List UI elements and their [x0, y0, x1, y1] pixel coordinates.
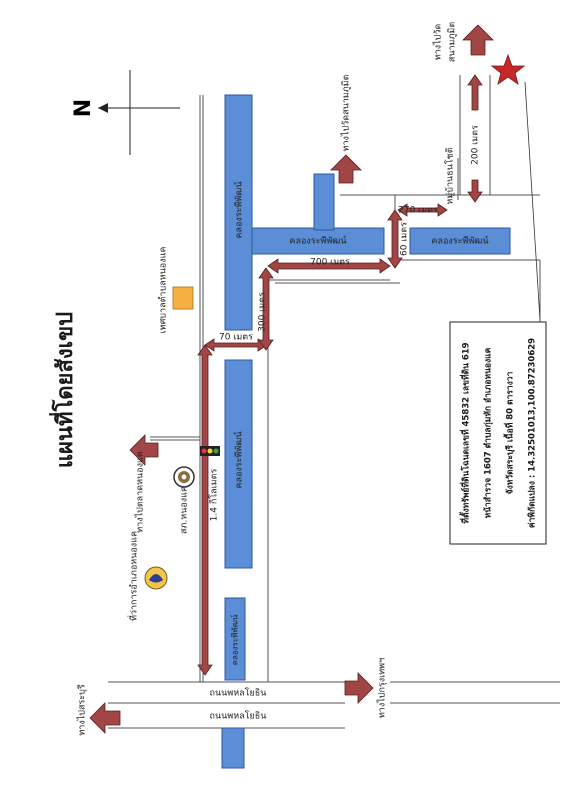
leader-line: [524, 81, 541, 321]
canal-far-south: [224, 597, 246, 681]
canal-label-main-north: คลองระพีพัฒน์: [233, 181, 245, 238]
label-wat-top-2: สนามภูมิต: [447, 22, 458, 62]
direction-arrows: [89, 24, 494, 734]
canal-label-south: คลองระพีพัฒน์: [233, 431, 245, 488]
target-star-icon: [490, 53, 526, 85]
canal-label-far-south: คลองระพีพัฒน์: [230, 614, 240, 665]
label-municipality: เทศบาลตำบลหนองแค: [158, 247, 169, 334]
info-box: [449, 321, 547, 545]
canal-bottom: [221, 727, 245, 769]
canal-branch-north: [313, 173, 335, 231]
distance-270m: 270 เมตร: [398, 206, 438, 216]
police-seal-icon: [173, 466, 195, 488]
label-saraburi: ทางไปสระบุรี: [77, 684, 88, 735]
label-wat-top-1: ทางไปวัด: [433, 24, 444, 61]
info-line-3: จังหวัดสระบุรี เนื้อที่ 80 ตารางวา: [503, 371, 516, 494]
canal-south: [224, 359, 253, 569]
canal-horizontal-mid: [251, 227, 385, 255]
label-district-office: ที่ว่าการอำเภอหนองแค: [127, 531, 140, 621]
info-line-2: หน้าสำรวจ 1607 ตำบลกุ่มหัก อำเภอหนองแค: [483, 347, 494, 518]
arrow-bangkok: [344, 672, 374, 704]
label-bangkok: ทางไปกรุงเทพฯ: [377, 658, 388, 718]
distance-300m: 300 เมตร: [258, 292, 268, 332]
map-title: แผนที่โดยสังเขป: [48, 312, 78, 468]
info-line-4: ค่าพิกัดแปลง : 14.32501013,100.87230629: [527, 338, 538, 528]
canals[interactable]: [221, 94, 511, 769]
canal-label-east: คลองระพีพัฒน์: [431, 235, 488, 247]
label-village: หมู่บ้านธนโชติ: [445, 147, 456, 204]
north-label: N: [71, 99, 96, 117]
north-arrow: N: [71, 70, 180, 155]
canal-east: [409, 227, 511, 255]
canal-main-north: [224, 94, 253, 331]
arrow-saraburi: [89, 702, 121, 734]
distance-200m: 200 เมตร: [471, 125, 481, 165]
road-phahon-top: ถนนพหลโยธิน: [210, 688, 267, 699]
district-office-seal-icon: [144, 566, 168, 590]
arrow-wat-top: [462, 24, 494, 56]
arrow-market: [129, 434, 159, 466]
distance-arrows: [197, 74, 483, 676]
arrow-wat: [330, 154, 362, 184]
distance-60m: 60 เมตร: [400, 222, 410, 256]
label-wat: ทางไปวัดสนามภูมิต: [341, 74, 352, 151]
distance-700m: 700 เมตร: [310, 258, 350, 268]
traffic-light-icon: [200, 446, 220, 456]
label-market: ทางไปตลาดหนองแค: [135, 451, 146, 533]
municipality-marker: [172, 286, 194, 310]
info-line-1: ที่ตั้งทรัพย์ที่ดินโฉนดเลขที่ 45832 เลขท…: [459, 342, 472, 523]
label-police: สภ.หนองแค: [180, 486, 190, 534]
distance-70m: 70 เมตร: [219, 333, 253, 343]
distance-1-4km: 1.4 กิโลเมตร: [209, 469, 220, 522]
road-phahon-bottom: ถนนพหลโยธิน: [210, 711, 267, 722]
canal-label-mid: คลองระพีพัฒน์: [289, 235, 346, 247]
